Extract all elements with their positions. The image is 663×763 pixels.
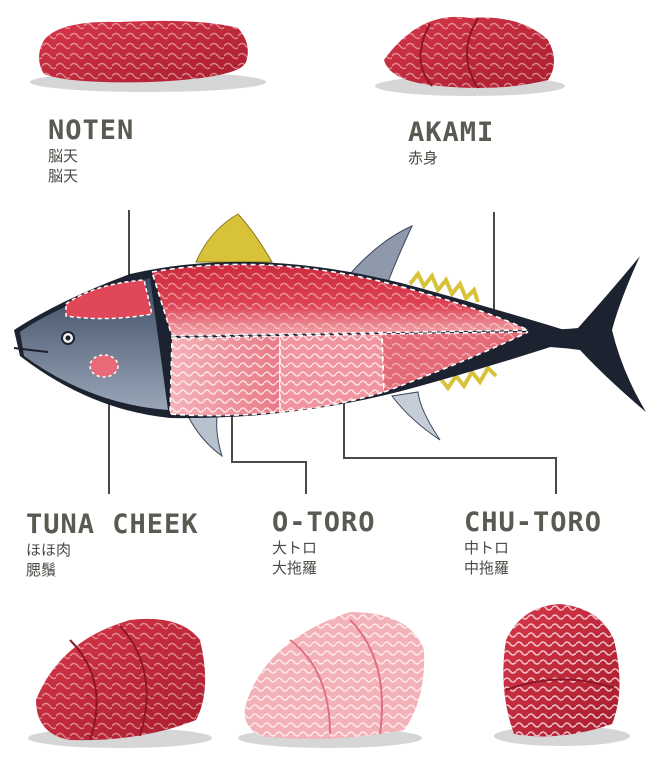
anal-fin — [392, 392, 440, 440]
chutoro-japanese-1: 中トロ — [464, 538, 602, 558]
chutoro-japanese-2: 中拖羅 — [464, 558, 602, 578]
noten-japanese-1: 脳天 — [48, 146, 134, 166]
otoro-steak-image — [238, 612, 424, 748]
noten-label: NOTEN 脳天 脳天 — [48, 116, 134, 186]
cheek-title: TUNA CHEEK — [26, 510, 199, 540]
noten-steak-image — [30, 21, 266, 92]
cheek-japanese-1: ほほ肉 — [26, 540, 199, 560]
chutoro-leader-line — [344, 402, 556, 494]
otoro-title: O-TORO — [272, 508, 376, 538]
akami-label: AKAMI 赤身 — [408, 118, 494, 168]
akami-title: AKAMI — [408, 118, 494, 148]
akami-steak-image — [375, 17, 565, 96]
cheek-label: TUNA CHEEK ほほ肉 腮鬚 — [26, 510, 199, 580]
chutoro-label: CHU-TORO 中トロ 中拖羅 — [464, 508, 602, 578]
akami-japanese-1: 赤身 — [408, 148, 494, 168]
second-dorsal-fin — [350, 226, 412, 282]
otoro-japanese-1: 大トロ — [272, 538, 376, 558]
cheek-japanese-2: 腮鬚 — [26, 560, 199, 580]
noten-japanese-2: 脳天 — [48, 166, 134, 186]
otoro-japanese-2: 大拖羅 — [272, 558, 376, 578]
cheek-region — [90, 355, 118, 377]
noten-title: NOTEN — [48, 116, 134, 146]
otoro-label: O-TORO 大トロ 大拖羅 — [272, 508, 376, 578]
otoro-leader-line — [232, 404, 306, 494]
first-dorsal-fin — [196, 214, 272, 262]
cheek-meat-image — [28, 619, 212, 748]
chutoro-steak-image — [494, 604, 630, 746]
chutoro-title: CHU-TORO — [464, 508, 602, 538]
noten-region — [66, 280, 152, 319]
